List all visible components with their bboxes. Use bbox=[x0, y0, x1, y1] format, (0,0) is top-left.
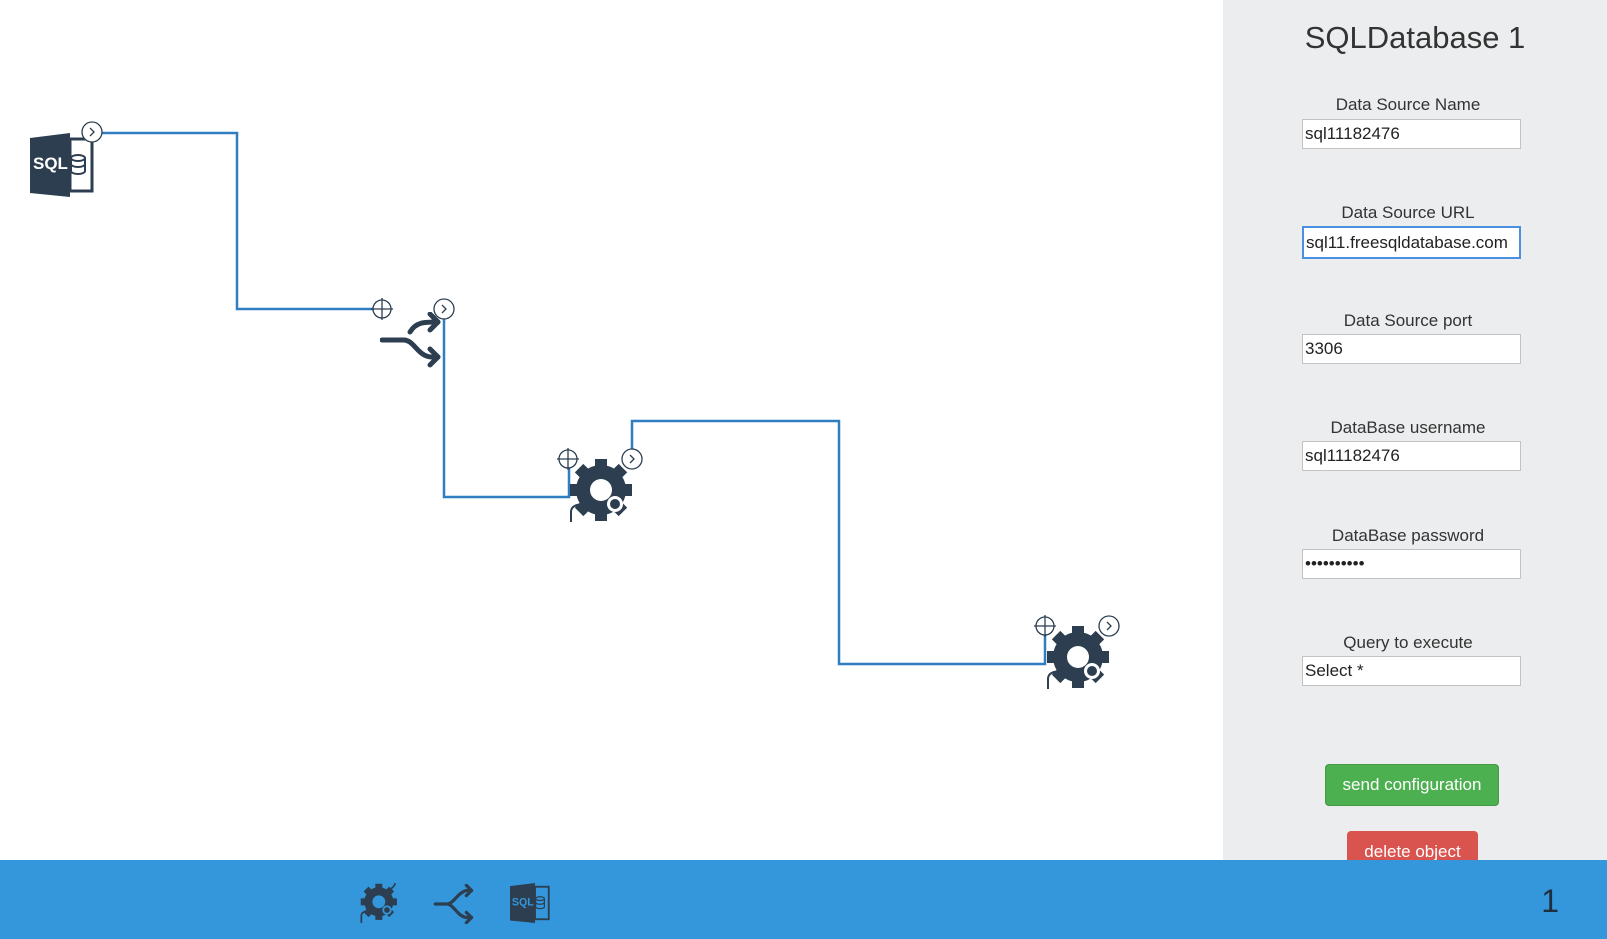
data-source-url-label: Data Source URL bbox=[1341, 203, 1475, 222]
input-port[interactable] bbox=[557, 448, 579, 470]
toolbar: SQL 1 bbox=[0, 860, 1607, 939]
send-configuration-button[interactable]: send configuration bbox=[1325, 764, 1499, 806]
database-username-label: DataBase username bbox=[1330, 418, 1486, 437]
output-port[interactable] bbox=[621, 448, 643, 470]
gear-icon bbox=[360, 883, 397, 923]
output-port[interactable] bbox=[433, 298, 455, 320]
input-port[interactable] bbox=[371, 298, 393, 320]
processor-node[interactable] bbox=[1044, 625, 1116, 696]
data-source-port-input[interactable] bbox=[1302, 334, 1521, 364]
data-source-url-input[interactable] bbox=[1302, 226, 1521, 259]
delete-object-button[interactable]: delete object bbox=[1347, 831, 1478, 860]
data-source-name-input[interactable] bbox=[1302, 119, 1521, 149]
database-password-input[interactable] bbox=[1302, 549, 1521, 579]
merge-arrows-icon bbox=[379, 311, 441, 368]
connection-wire[interactable] bbox=[442, 309, 571, 499]
workflow-canvas[interactable]: SQL bbox=[0, 0, 1223, 860]
query-label: Query to execute bbox=[1343, 633, 1473, 652]
database-password-label: DataBase password bbox=[1331, 526, 1485, 545]
gear-icon bbox=[1047, 626, 1109, 689]
add-sql-database-tool[interactable]: SQL bbox=[510, 883, 550, 928]
sql-database-node[interactable]: SQL bbox=[30, 133, 94, 202]
data-source-port-label: Data Source port bbox=[1343, 311, 1473, 330]
add-processor-tool[interactable] bbox=[359, 882, 401, 929]
panel-title: SQLDatabase 1 bbox=[1304, 20, 1526, 55]
input-port[interactable] bbox=[1034, 615, 1056, 637]
page-number: 1 bbox=[1541, 883, 1559, 919]
gear-icon bbox=[570, 459, 632, 522]
sql-tool-label: SQL bbox=[512, 897, 534, 909]
connection-wire[interactable] bbox=[92, 131, 382, 311]
sql-node-label: SQL bbox=[33, 154, 68, 173]
merge-arrows-icon bbox=[433, 883, 474, 925]
sql-database-icon: SQL bbox=[510, 883, 550, 923]
add-merge-tool[interactable] bbox=[433, 883, 479, 929]
database-username-input[interactable] bbox=[1302, 441, 1521, 471]
connections-layer bbox=[92, 131, 1047, 666]
merge-node[interactable] bbox=[379, 311, 448, 379]
sql-database-icon: SQL bbox=[30, 133, 94, 197]
query-input[interactable] bbox=[1302, 656, 1521, 686]
data-source-name-label: Data Source Name bbox=[1335, 95, 1481, 114]
processor-node[interactable] bbox=[567, 458, 639, 529]
connection-wire[interactable] bbox=[630, 419, 1047, 666]
output-port[interactable] bbox=[81, 121, 103, 143]
output-port[interactable] bbox=[1098, 615, 1120, 637]
configuration-panel: SQLDatabase 1 Data Source Name Data Sour… bbox=[1223, 0, 1607, 860]
